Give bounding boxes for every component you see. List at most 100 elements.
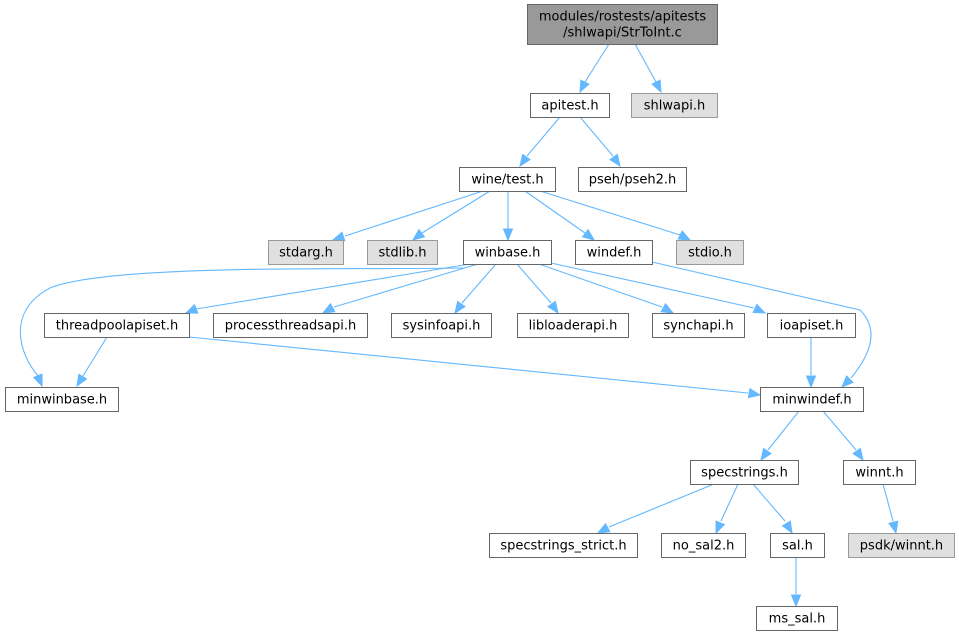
node-label: minwinbase.h — [17, 393, 107, 408]
arrowhead-icon — [651, 79, 662, 94]
edge-line — [651, 261, 872, 379]
node-label: windef.h — [587, 246, 642, 261]
edge-specstrings-to-specstrict — [596, 483, 715, 534]
node-stdio: stdio.h — [676, 240, 744, 265]
edge-winbase-to-sysinfo — [454, 263, 497, 315]
edge-line — [634, 43, 657, 83]
edge-line — [579, 116, 614, 157]
node-windef[interactable]: windef.h — [575, 240, 653, 265]
arrowhead-icon — [321, 302, 336, 314]
edge-winbase-to-processthreads — [321, 263, 479, 314]
edge-ioapiset-to-minwindef — [805, 337, 817, 389]
arrowhead-icon — [715, 520, 726, 535]
edge-minwindef-to-specstrings — [760, 410, 800, 462]
arrowhead-icon — [547, 300, 559, 315]
node-label: specstrings_strict.h — [500, 539, 626, 554]
node-box — [489, 533, 638, 558]
node-threadpool[interactable]: threadpoolapiset.h — [44, 313, 190, 338]
node-label: sysinfoapi.h — [403, 319, 481, 334]
edge-line — [333, 263, 479, 308]
node-minwindef[interactable]: minwindef.h — [760, 387, 864, 412]
node-label: stdarg.h — [279, 246, 333, 261]
node-synch[interactable]: synchapi.h — [652, 313, 745, 338]
arrowhead-icon — [888, 520, 899, 535]
node-sysinfo[interactable]: sysinfoapi.h — [391, 313, 492, 338]
node-box — [517, 313, 629, 338]
edge-winnt-to-psdkwinnt — [882, 483, 899, 535]
node-box — [44, 313, 190, 338]
node-mssal[interactable]: ms_sal.h — [756, 606, 838, 631]
node-label: psdk/winnt.h — [860, 539, 943, 554]
node-specstrict[interactable]: specstrings_strict.h — [489, 533, 638, 558]
node-box — [463, 240, 552, 265]
arrowhead-icon — [677, 230, 692, 241]
node-box — [652, 313, 745, 338]
edge-threadpool-to-minwindef — [188, 336, 762, 399]
node-libloader[interactable]: libloaderapi.h — [517, 313, 629, 338]
node-sal[interactable]: sal.h — [770, 533, 825, 558]
nodes-layer: modules/rostests/apitests/shlwapi/StrToI… — [5, 4, 955, 631]
node-label: stdio.h — [688, 246, 732, 261]
edge-specstrings-to-nosal2 — [715, 483, 739, 535]
edge-winetest-to-stdarg — [331, 190, 484, 242]
node-box — [756, 606, 838, 631]
node-box — [676, 240, 744, 265]
node-box — [527, 4, 718, 45]
edge-line — [539, 190, 681, 236]
edge-winetest-to-stdlib — [411, 190, 491, 241]
node-label: minwindef.h — [772, 393, 851, 408]
node-root: modules/rostests/apitests/shlwapi/StrToI… — [527, 4, 718, 45]
node-label: wine/test.h — [471, 173, 543, 188]
edge-winetest-to-stdio — [539, 190, 692, 241]
node-box — [848, 533, 955, 558]
arrowhead-icon — [660, 302, 675, 314]
node-label: ms_sal.h — [769, 612, 826, 627]
node-nosal2[interactable]: no_sal2.h — [661, 533, 746, 558]
edge-line — [344, 190, 484, 237]
edge-winbase-to-minwinbase — [19, 267, 464, 388]
arrowhead-icon — [76, 373, 88, 388]
edge-line — [882, 483, 894, 522]
arrowhead-icon — [609, 153, 621, 168]
edge-line — [526, 116, 561, 157]
edge-windef-to-minwindef — [651, 261, 872, 388]
edge-line — [608, 483, 715, 528]
node-box — [391, 313, 492, 338]
node-pseh2[interactable]: pseh/pseh2.h — [578, 167, 687, 192]
node-box — [459, 167, 556, 192]
arrowhead-icon — [411, 228, 426, 241]
node-label: sal.h — [782, 539, 813, 554]
arrowhead-icon — [32, 373, 43, 388]
edge-line — [421, 190, 491, 234]
edge-sal-to-mssal — [790, 557, 802, 608]
edge-specstrings-to-sal — [752, 483, 793, 535]
node-label: stdlib.h — [379, 246, 427, 261]
node-box — [530, 93, 610, 118]
edge-line — [82, 336, 108, 377]
node-winbase[interactable]: winbase.h — [463, 240, 552, 265]
arrowhead-icon — [502, 228, 514, 242]
arrowhead-icon — [805, 375, 817, 389]
arrowhead-icon — [596, 522, 611, 534]
node-minwinbase[interactable]: minwinbase.h — [5, 387, 119, 412]
edge-line — [516, 263, 552, 304]
arrowhead-icon — [752, 303, 767, 314]
node-winetest[interactable]: wine/test.h — [459, 167, 556, 192]
arrowhead-icon — [519, 153, 531, 168]
edges-layer — [19, 43, 899, 608]
node-box — [661, 533, 746, 558]
node-apitest[interactable]: apitest.h — [530, 93, 610, 118]
node-box — [268, 240, 344, 265]
node-ioapiset[interactable]: ioapiset.h — [767, 313, 856, 338]
edge-line — [752, 483, 786, 522]
node-label: shlwapi.h — [644, 99, 705, 114]
edge-winbase-to-ioapiset — [550, 262, 767, 314]
node-winnt[interactable]: winnt.h — [843, 460, 916, 485]
node-processthreads[interactable]: processthreadsapi.h — [213, 313, 368, 338]
edge-apitest-to-pseh2 — [579, 116, 621, 168]
node-label: ioapiset.h — [780, 319, 844, 334]
arrowhead-icon — [790, 594, 802, 608]
edge-line — [19, 267, 464, 377]
node-specstrings[interactable]: specstrings.h — [690, 460, 799, 485]
